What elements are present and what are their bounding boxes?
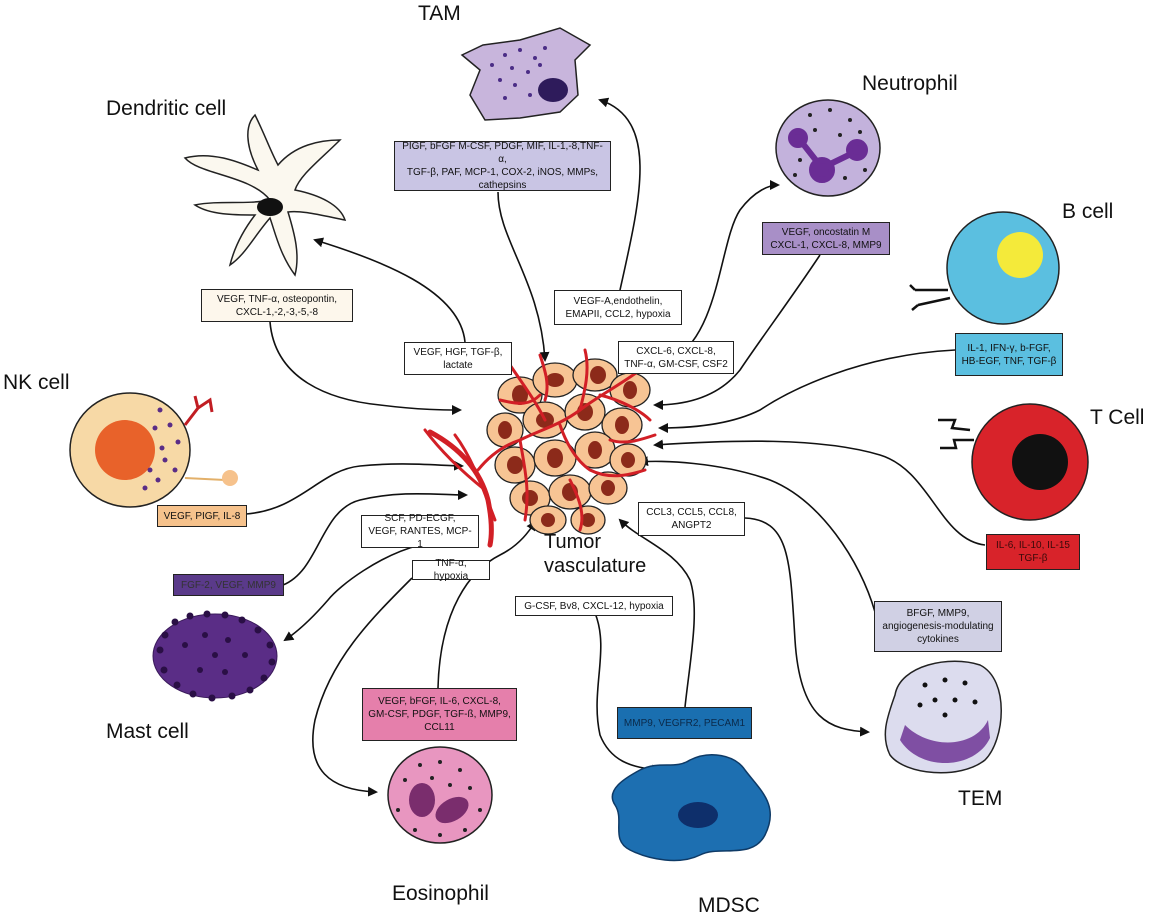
box-tem-factors: BFGF, MMP9, angiogenesis-modulating cyto… — [874, 601, 1002, 652]
box-tam-inputs: VEGF-A,endothelin, EMAPII, CCL2, hypoxia — [554, 290, 682, 325]
arrows — [245, 97, 986, 797]
label-bcell: B cell — [1062, 200, 1114, 223]
label-tem: TEM — [958, 787, 1003, 810]
arrow-tumor-to-mast — [283, 544, 421, 642]
box-dendritic-factors: VEGF, TNF-α, osteopontin, CXCL-1,-2,-3,-… — [201, 289, 353, 322]
box-bcell-factors: IL-1, IFN-γ, b-FGF, HB-EGF, TNF, TGF-β — [955, 333, 1063, 376]
box-eos-factors: VEGF, bFGF, IL-6, CXCL-8, GM-CSF, PDGF, … — [362, 688, 517, 741]
neutrophil-nucleus — [788, 128, 868, 183]
arrow-mast-to-tumor — [282, 489, 468, 586]
label-neutrophil: Neutrophil — [862, 72, 958, 95]
tam-cell — [460, 27, 592, 121]
mast-cell — [152, 610, 278, 702]
eosinophil-cell — [387, 746, 493, 844]
arrow-tem-to-tumor — [638, 456, 876, 613]
center-line1: Tumor — [544, 531, 602, 553]
mast-granules — [156, 610, 276, 702]
box-mdsc-inputs: G-CSF, Bv8, CXCL-12, hypoxia — [515, 596, 673, 616]
bcell-cell — [909, 211, 1060, 325]
tumor-vessels — [423, 348, 657, 532]
arrow-nk-to-tumor — [245, 460, 464, 515]
label-dendritic: Dendritic cell — [106, 97, 227, 120]
label-nkcell: NK cell — [3, 371, 70, 394]
neutrophil-cell — [775, 99, 881, 197]
arrow-tumor-to-tem — [744, 517, 870, 737]
label-eosinophil: Eosinophil — [392, 882, 489, 905]
box-tcell-factors: IL-6, IL-10, IL-15 TGF-β — [986, 534, 1080, 570]
arrow-tumor-to-neutrophil — [674, 180, 780, 359]
label-mast: Mast cell — [106, 720, 189, 743]
label-tcell: T Cell — [1090, 406, 1145, 429]
box-mast-factors: FGF-2, VEGF, MMP9 — [173, 574, 284, 596]
arrow-tam-to-tumor — [497, 191, 550, 362]
box-tem-inputs: CCL3, CCL5, CCL8, ANGPT2 — [638, 502, 745, 536]
tam-granules — [490, 46, 547, 100]
nk-granules — [142, 407, 181, 491]
arrow-bcell-to-tumor — [658, 349, 956, 433]
bcell-receptors — [909, 284, 951, 311]
center-line2: vasculature — [544, 555, 647, 577]
tumor-cluster — [423, 348, 657, 548]
eosinophil-granules — [396, 760, 482, 837]
tem-cell — [884, 660, 1002, 774]
dendritic-cell — [183, 113, 347, 277]
arrow-tcell-to-tumor — [653, 439, 986, 546]
nk-receptor — [183, 395, 214, 426]
arrow-tumor-to-mdsc — [594, 612, 662, 775]
arrow-tumor-to-dendritic — [313, 237, 466, 343]
box-neutrophil-inputs: CXCL-6, CXCL-8, TNF-α, GM-CSF, CSF2 — [618, 341, 734, 374]
box-mdsc-factors: MMP9, VEGFR2, PECAM1 — [617, 707, 752, 739]
arrow-mdsc-to-tumor — [618, 518, 696, 708]
nk-cell — [69, 392, 238, 508]
box-nk-factors: VEGF, PIGF, IL-8 — [157, 505, 247, 527]
main-vessel — [427, 429, 494, 548]
label-tumor-vasculature: Tumor vasculature — [544, 530, 646, 578]
arrow-dendritic-to-tumor — [269, 321, 462, 415]
arrow-tumor-to-tam — [598, 97, 641, 291]
label-mdsc: MDSC — [698, 894, 760, 917]
box-dendritic-inputs: VEGF, HGF, TGF-β, lactate — [404, 342, 512, 375]
box-eos-inputs: TNF-α, hypoxia — [412, 558, 490, 582]
tem-granules — [917, 677, 978, 718]
box-tam-factors: PIGF, bFGF M-CSF, PDGF, MIF, IL-1,-8,TNF… — [394, 141, 611, 191]
box-neutrophil-factors: VEGF, oncostatin M CXCL-1, CXCL-8, MMP9 — [762, 222, 890, 255]
neutrophil-granules — [793, 108, 867, 180]
arrow-tumor-to-eosinophil — [312, 577, 413, 797]
box-mast-inputs: SCF, PD-ECGF, VEGF, RANTES, MCP-1 — [361, 513, 479, 550]
label-tam: TAM — [418, 2, 461, 25]
tcell-receptors — [938, 418, 974, 450]
arrow-neutrophil-to-tumor — [653, 254, 821, 410]
tcell-cell — [938, 403, 1089, 521]
mdsc-cell — [611, 754, 771, 862]
